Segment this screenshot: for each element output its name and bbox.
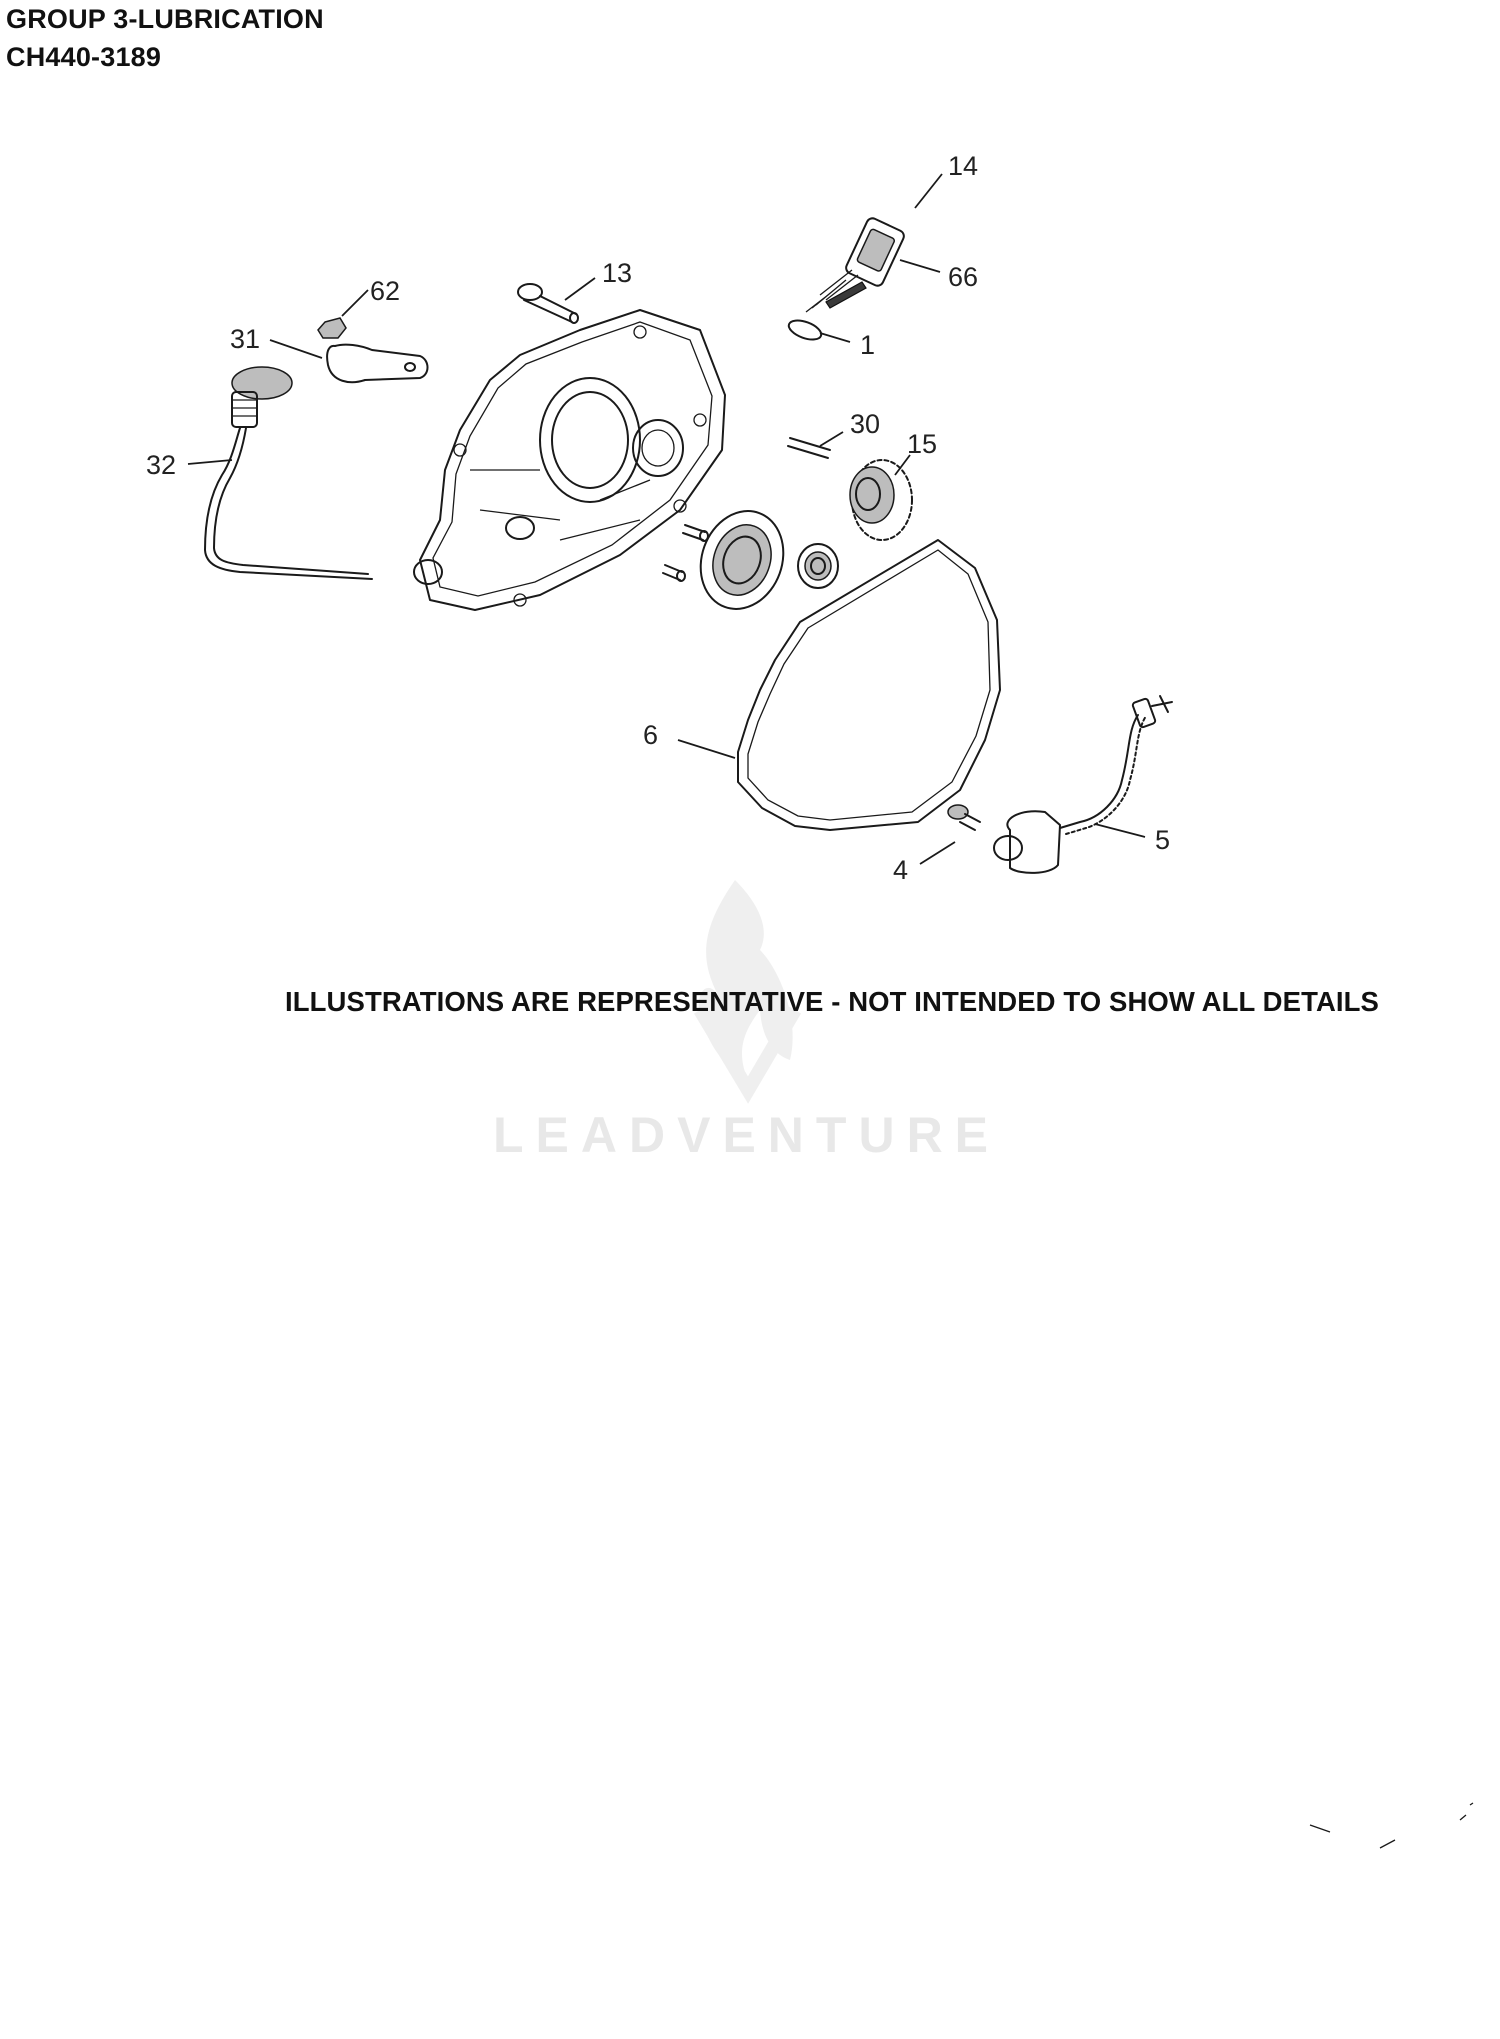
callout-62: 62 [370, 276, 400, 306]
callout-1: 1 [860, 330, 875, 360]
part-dipstick-32 [204, 366, 373, 580]
leader-lines [187, 173, 1146, 865]
callout-4: 4 [893, 855, 908, 885]
part-dowel-pins [662, 524, 709, 582]
watermark-text: LEADVENTURE [493, 1107, 1000, 1163]
callout-13: 13 [602, 258, 632, 288]
part-gasket-inner [747, 549, 991, 821]
part-bolt-4 [947, 804, 981, 831]
model-number: CH440-3189 [6, 42, 162, 72]
callout-labels: 14 66 1 13 62 31 32 30 15 6 4 5 [146, 151, 1170, 885]
callout-6: 6 [643, 720, 658, 750]
spring [805, 269, 859, 313]
part-crankcase-cover [413, 309, 726, 611]
callout-32: 32 [146, 450, 176, 480]
part-pin-30 [787, 437, 831, 459]
callout-31: 31 [230, 324, 260, 354]
callout-30: 30 [850, 409, 880, 439]
part-bracket-31 [326, 343, 429, 384]
page-header: GROUP 3-LUBRICATION CH440-3189 [6, 0, 324, 76]
part-gear-15 [849, 459, 913, 541]
callout-5: 5 [1155, 825, 1170, 855]
part-small-bearing [797, 543, 839, 589]
callout-15: 15 [907, 429, 937, 459]
part-oil-sensor-5 [993, 695, 1173, 874]
part-bolt-13 [517, 283, 579, 324]
callout-14: 14 [948, 151, 978, 181]
callout-66: 66 [948, 262, 978, 292]
part-gasket-6 [737, 539, 1001, 831]
leadventure-flame-logo-icon [693, 880, 802, 1104]
group-title: GROUP 3-LUBRICATION [6, 4, 324, 34]
disclaimer-text: ILLUSTRATIONS ARE REPRESENTATIVE - NOT I… [285, 986, 1379, 1017]
part-dipstick-tube [805, 217, 905, 313]
part-main-bearing [699, 510, 785, 610]
stray-marks [1309, 1802, 1474, 1849]
part-nut-62 [317, 317, 347, 339]
watermark-logo: LEADVENTURE [493, 880, 1000, 1163]
part-o-ring [787, 319, 823, 341]
